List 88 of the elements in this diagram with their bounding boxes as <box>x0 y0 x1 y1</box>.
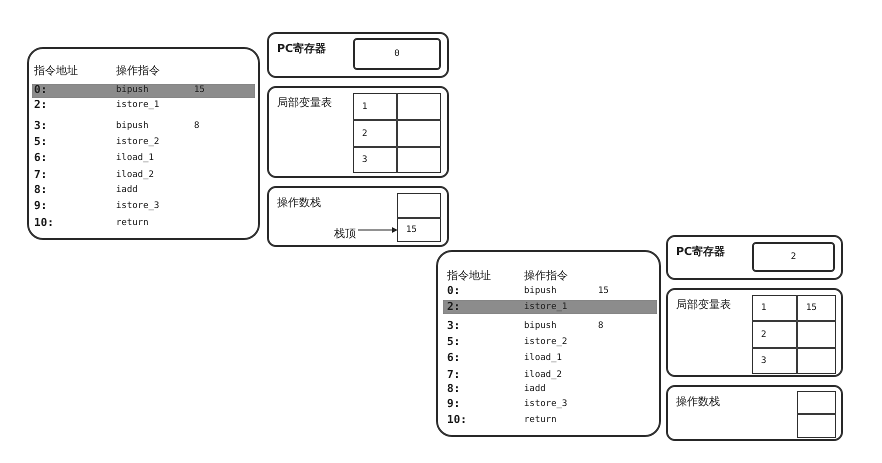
memory-panel <box>666 385 843 441</box>
value-box <box>752 242 835 272</box>
instruction-text: iadd <box>116 184 138 197</box>
instruction-text: return <box>116 217 149 230</box>
column-heading: 操作指令 <box>524 269 568 283</box>
cell-value: 3 <box>761 355 766 368</box>
address-text: 8: <box>447 382 460 396</box>
table-cell <box>797 321 836 348</box>
address-text: 10: <box>34 216 54 230</box>
instruction-text: bipush <box>116 120 149 133</box>
operand-text: 15 <box>194 84 205 97</box>
table-cell <box>397 120 441 147</box>
instruction-text: istore_1 <box>116 99 160 112</box>
address-text: 10: <box>447 413 467 427</box>
stack-cell <box>397 193 441 218</box>
stack-top-label: 栈顶 <box>334 227 356 240</box>
table-cell <box>797 295 836 321</box>
address-text: 2: <box>34 98 48 112</box>
address-text: 3: <box>34 119 48 133</box>
memory-panel <box>267 86 449 178</box>
address-text: 6: <box>34 151 48 165</box>
instruction-text: istore_2 <box>116 136 160 149</box>
memory-panel <box>267 186 449 247</box>
arrow <box>358 227 398 233</box>
table-cell <box>752 348 797 374</box>
instruction-text: bipush <box>116 84 149 97</box>
cell-value: 2 <box>761 328 766 342</box>
column-heading: 指令地址 <box>447 269 491 283</box>
address-text: 7: <box>34 168 48 182</box>
address-text: 9: <box>34 199 48 213</box>
instruction-panel <box>27 47 260 240</box>
cell-value: 1 <box>362 100 368 114</box>
panel-heading: PC寄存器 <box>676 245 726 259</box>
memory-panel <box>666 235 843 280</box>
table-cell <box>353 147 397 173</box>
instruction-text: return <box>524 414 557 427</box>
cell-value: 3 <box>362 154 368 167</box>
instruction-text: iadd <box>524 383 546 396</box>
value-box <box>353 38 441 70</box>
table-cell <box>797 348 836 374</box>
instruction-text: istore_3 <box>524 398 568 411</box>
memory-panel <box>666 288 843 377</box>
cell-value: 1 <box>761 302 766 315</box>
instruction-text: istore_2 <box>524 336 568 349</box>
table-cell <box>397 147 441 173</box>
address-text: 5: <box>34 135 48 149</box>
address-text: 7: <box>447 368 460 382</box>
instruction-text: iload_1 <box>116 152 154 165</box>
panel-heading: PC寄存器 <box>277 42 326 56</box>
stack-cell <box>797 414 836 438</box>
register-value: 0 <box>393 48 401 61</box>
address-text: 8: <box>34 183 48 197</box>
cell-value: 2 <box>362 128 368 140</box>
instruction-text: istore_3 <box>116 200 160 213</box>
address-text: 9: <box>447 397 460 411</box>
table-cell <box>752 321 797 348</box>
operand-text: 15 <box>598 285 609 298</box>
column-heading: 指令地址 <box>34 64 78 78</box>
table-cell <box>752 295 797 321</box>
address-text: 2: <box>447 300 460 314</box>
instruction-text: iload_1 <box>524 352 562 365</box>
table-cell <box>397 93 441 120</box>
panel-heading: 操作数栈 <box>676 395 720 409</box>
instruction-text: bipush <box>524 320 557 333</box>
panel-heading: 局部变量表 <box>277 96 332 110</box>
register-value: 2 <box>790 251 798 264</box>
cell-value: 15 <box>806 302 817 315</box>
cell-value: 15 <box>406 224 417 237</box>
stack-cell <box>397 218 441 242</box>
stack-cell <box>797 391 836 414</box>
panel-heading: 局部变量表 <box>676 298 731 312</box>
memory-panel <box>267 32 449 78</box>
instruction-text: istore_1 <box>524 301 568 314</box>
address-text: 0: <box>447 284 460 298</box>
address-text: 0: <box>34 83 48 97</box>
column-heading: 操作指令 <box>116 64 160 78</box>
instruction-panel <box>436 250 661 437</box>
instruction-text: iload_2 <box>524 369 562 382</box>
address-text: 6: <box>447 351 460 365</box>
table-cell <box>353 93 397 120</box>
operand-text: 8 <box>194 120 200 133</box>
panel-heading: 操作数栈 <box>277 196 321 210</box>
table-cell <box>353 120 397 147</box>
instruction-text: bipush <box>524 285 557 298</box>
address-text: 3: <box>447 319 460 333</box>
address-text: 5: <box>447 335 460 349</box>
instruction-text: iload_2 <box>116 169 154 182</box>
operand-text: 8 <box>598 320 604 333</box>
